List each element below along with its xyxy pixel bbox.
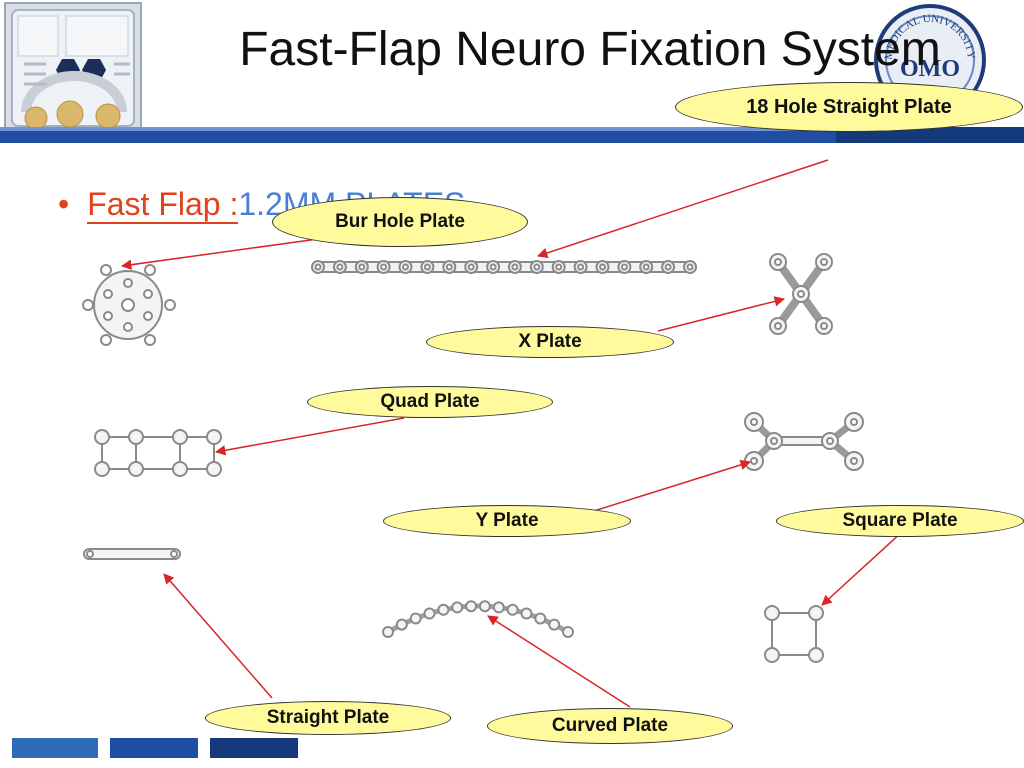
title-bar-highlight — [0, 127, 1024, 131]
bur-hole-plate-drawing — [82, 264, 176, 346]
plate-hole-center — [599, 263, 606, 271]
plate-hole-center — [577, 263, 585, 271]
callout-eighteen-hole-plate: 18 Hole Straight Plate — [675, 82, 1023, 132]
arrow-x-plate — [657, 296, 786, 332]
callout-bur-hole-plate: Bur Hole Plate — [272, 197, 528, 247]
x-plate-drawing — [769, 253, 833, 335]
plate-hole-center — [686, 263, 694, 271]
plate-hole — [409, 612, 422, 625]
callout-square-plate: Square Plate — [776, 505, 1024, 537]
plate-hole-center — [642, 263, 650, 271]
plate-hole — [465, 600, 478, 613]
plate-hole-center — [620, 263, 628, 271]
plate-hole — [520, 607, 533, 620]
callout-curved-plate: Curved Plate — [487, 708, 733, 744]
y-plate-drawing — [744, 412, 864, 471]
plate-hole — [492, 601, 505, 614]
plate-hole — [548, 618, 561, 631]
plate-hole-center — [533, 263, 541, 271]
plate-hole-center — [489, 263, 497, 271]
footer-block-1 — [12, 738, 98, 758]
seal-drawing: MEDICAL UNIVERSITY OMO — [883, 13, 977, 105]
straight-plate-drawing — [83, 548, 181, 560]
arrow-bur-hole — [120, 238, 319, 270]
arrow-curved-plate — [487, 615, 631, 708]
arrow-straight-plate — [163, 573, 273, 699]
plate-hole-center — [511, 263, 519, 271]
callout-y-plate: Y Plate — [383, 505, 631, 537]
plate-hole-center — [336, 263, 344, 271]
callout-x-plate: X Plate — [426, 326, 674, 358]
callout-quad-plate: Quad Plate — [307, 386, 553, 418]
plate-hole — [534, 612, 547, 625]
plate-hole — [382, 626, 394, 638]
callout-straight-plate: Straight Plate — [205, 701, 451, 735]
title-bar — [0, 127, 1024, 143]
arrow-square-plate — [821, 531, 903, 606]
plate-hole-center — [314, 263, 322, 271]
plate-hole — [423, 607, 436, 620]
plate-hole — [395, 618, 408, 631]
footer-block-3 — [210, 738, 298, 758]
plate-hole — [437, 603, 450, 616]
plate-hole-center — [358, 263, 366, 271]
footer-block-2 — [110, 738, 198, 758]
plate-hole — [562, 626, 574, 638]
plate-hole-center — [555, 263, 563, 271]
plate-hole — [451, 601, 464, 614]
kit-tray-image — [4, 2, 142, 134]
plate-hole — [478, 600, 491, 613]
seal-mark: OMO — [900, 56, 960, 82]
kit-tray-drawing — [11, 9, 135, 130]
slide-title: Fast-Flap Neuro Fixation System — [239, 23, 941, 76]
arrow-quad-plate — [214, 417, 405, 456]
plate-hole-center — [423, 263, 431, 271]
eighteen-hole-plate-drawing — [311, 260, 697, 274]
plate-hole — [506, 603, 519, 616]
plate-hole-center — [664, 263, 672, 271]
plate-hole-center — [467, 263, 475, 271]
plate-hole-center — [380, 263, 388, 271]
plate-hole-center — [445, 263, 453, 271]
square-plate-drawing — [764, 605, 824, 663]
quad-plate-drawing — [94, 429, 222, 477]
bullet-dot: • — [58, 186, 70, 222]
curved-plate-drawing — [382, 600, 574, 638]
arrow-eighteen-hole — [537, 159, 829, 259]
plate-hole-center — [402, 263, 409, 271]
bullet-label: Fast Flap : — [87, 186, 239, 224]
